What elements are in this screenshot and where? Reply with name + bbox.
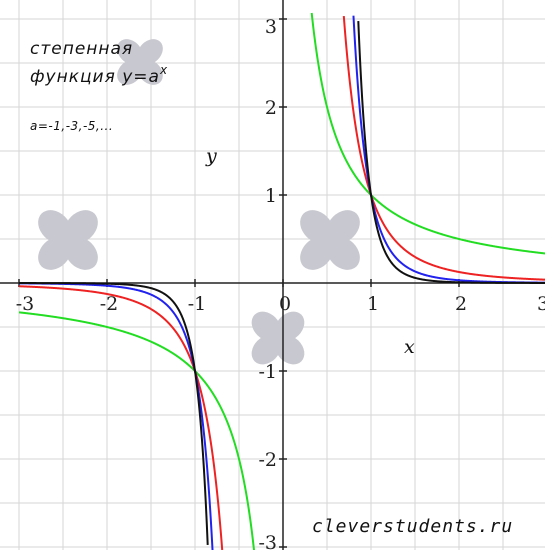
x-tick-label: -3 (16, 293, 35, 315)
clover-left (38, 210, 98, 270)
chart-title-main: функция y=a (30, 67, 160, 87)
y-axis-label: y (205, 145, 217, 167)
x-tick-label: -1 (188, 293, 207, 315)
chart-title-line1: степенная (30, 39, 133, 59)
y-tick-label: 1 (265, 185, 277, 207)
curve-branch-a-1 (310, 12, 545, 255)
tick-labels: -3 -2 -1 0 1 2 3 -3 -2 -1 1 2 3 (16, 16, 545, 550)
clover-top (117, 39, 163, 85)
curve-branch-a-3 (18, 285, 224, 550)
y-tick-label: -2 (258, 449, 277, 471)
x-tick-label: 3 (537, 293, 545, 315)
x-axis-label: x (404, 336, 415, 358)
clover-center (133, 55, 147, 69)
curve-branch-a-7 (19, 282, 209, 545)
curve-branch-a-7 (357, 21, 545, 284)
exponent-note: a=-1,-3,-5,... (30, 119, 113, 133)
chart-title-line2: функция y=ax (30, 63, 168, 87)
x-tick-label: 2 (455, 293, 467, 315)
y-tick-label: -3 (258, 532, 277, 550)
y-tick-label: -1 (258, 361, 277, 383)
x-tick-label: 0 (279, 293, 291, 315)
x-tick-label: 1 (367, 293, 379, 315)
clover-center (59, 231, 77, 249)
chart-title-superscript: x (159, 63, 168, 77)
clover-decorations (38, 39, 360, 365)
curve-branch-a-3 (342, 15, 545, 281)
curve-branch-a-1 (18, 311, 255, 550)
y-tick-label: 2 (265, 97, 277, 119)
clover-right (300, 210, 360, 270)
clover-center (270, 330, 286, 346)
clover-center (321, 231, 339, 249)
x-tick-label: -2 (100, 293, 119, 315)
y-tick-label: 3 (265, 16, 277, 38)
curves (18, 12, 545, 550)
watermark: cleverstudents.ru (312, 516, 513, 537)
